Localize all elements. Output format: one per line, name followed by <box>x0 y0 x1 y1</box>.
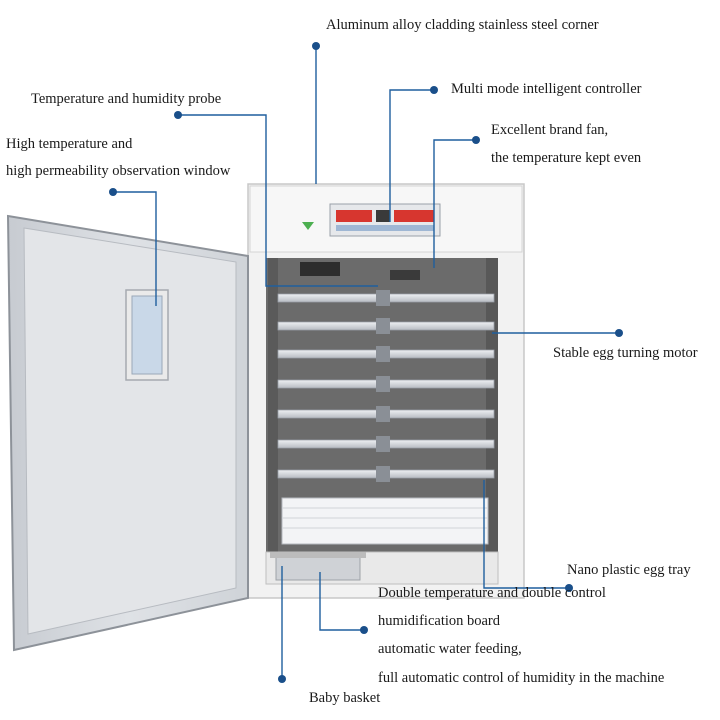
brand-logo <box>302 222 314 230</box>
egg-trays <box>277 290 495 545</box>
label-fan-line1: Excellent brand fan, <box>491 122 609 138</box>
fan <box>300 262 340 276</box>
label-baby-basket: Baby basket <box>309 690 381 706</box>
label-probe: Temperature and humidity probe <box>31 91 222 107</box>
label-egg-tray: Nano plastic egg tray <box>567 562 691 578</box>
label-humidification: humidification board <box>378 613 501 629</box>
egg-tray <box>277 346 495 362</box>
label-double-control: Double temperature and double control <box>378 585 606 601</box>
label-fan-line2: the temperature kept even <box>491 150 642 166</box>
callout-lines <box>113 46 619 679</box>
label-controller: Multi mode intelligent controller <box>451 81 642 97</box>
egg-tray <box>277 466 495 482</box>
egg-tray <box>277 318 495 334</box>
callout-dots <box>109 42 623 683</box>
label-window-line2: high permeability observation window <box>6 163 231 179</box>
label-motor: Stable egg turning motor <box>553 345 698 361</box>
egg-tray <box>277 290 495 306</box>
egg-tray <box>277 376 495 392</box>
controller-panel <box>329 203 441 237</box>
observation-window <box>125 289 169 381</box>
door <box>6 214 249 652</box>
baby-basket <box>281 497 489 545</box>
egg-tray <box>277 436 495 452</box>
label-aluminum-cladding: Aluminum alloy cladding stainless steel … <box>326 17 599 33</box>
label-water-feeding: automatic water feeding, <box>378 641 522 657</box>
label-window-line1: High temperature and <box>6 136 133 152</box>
water-tray <box>275 555 361 581</box>
label-humidity-control: full automatic control of humidity in th… <box>378 670 665 686</box>
egg-tray <box>277 406 495 422</box>
